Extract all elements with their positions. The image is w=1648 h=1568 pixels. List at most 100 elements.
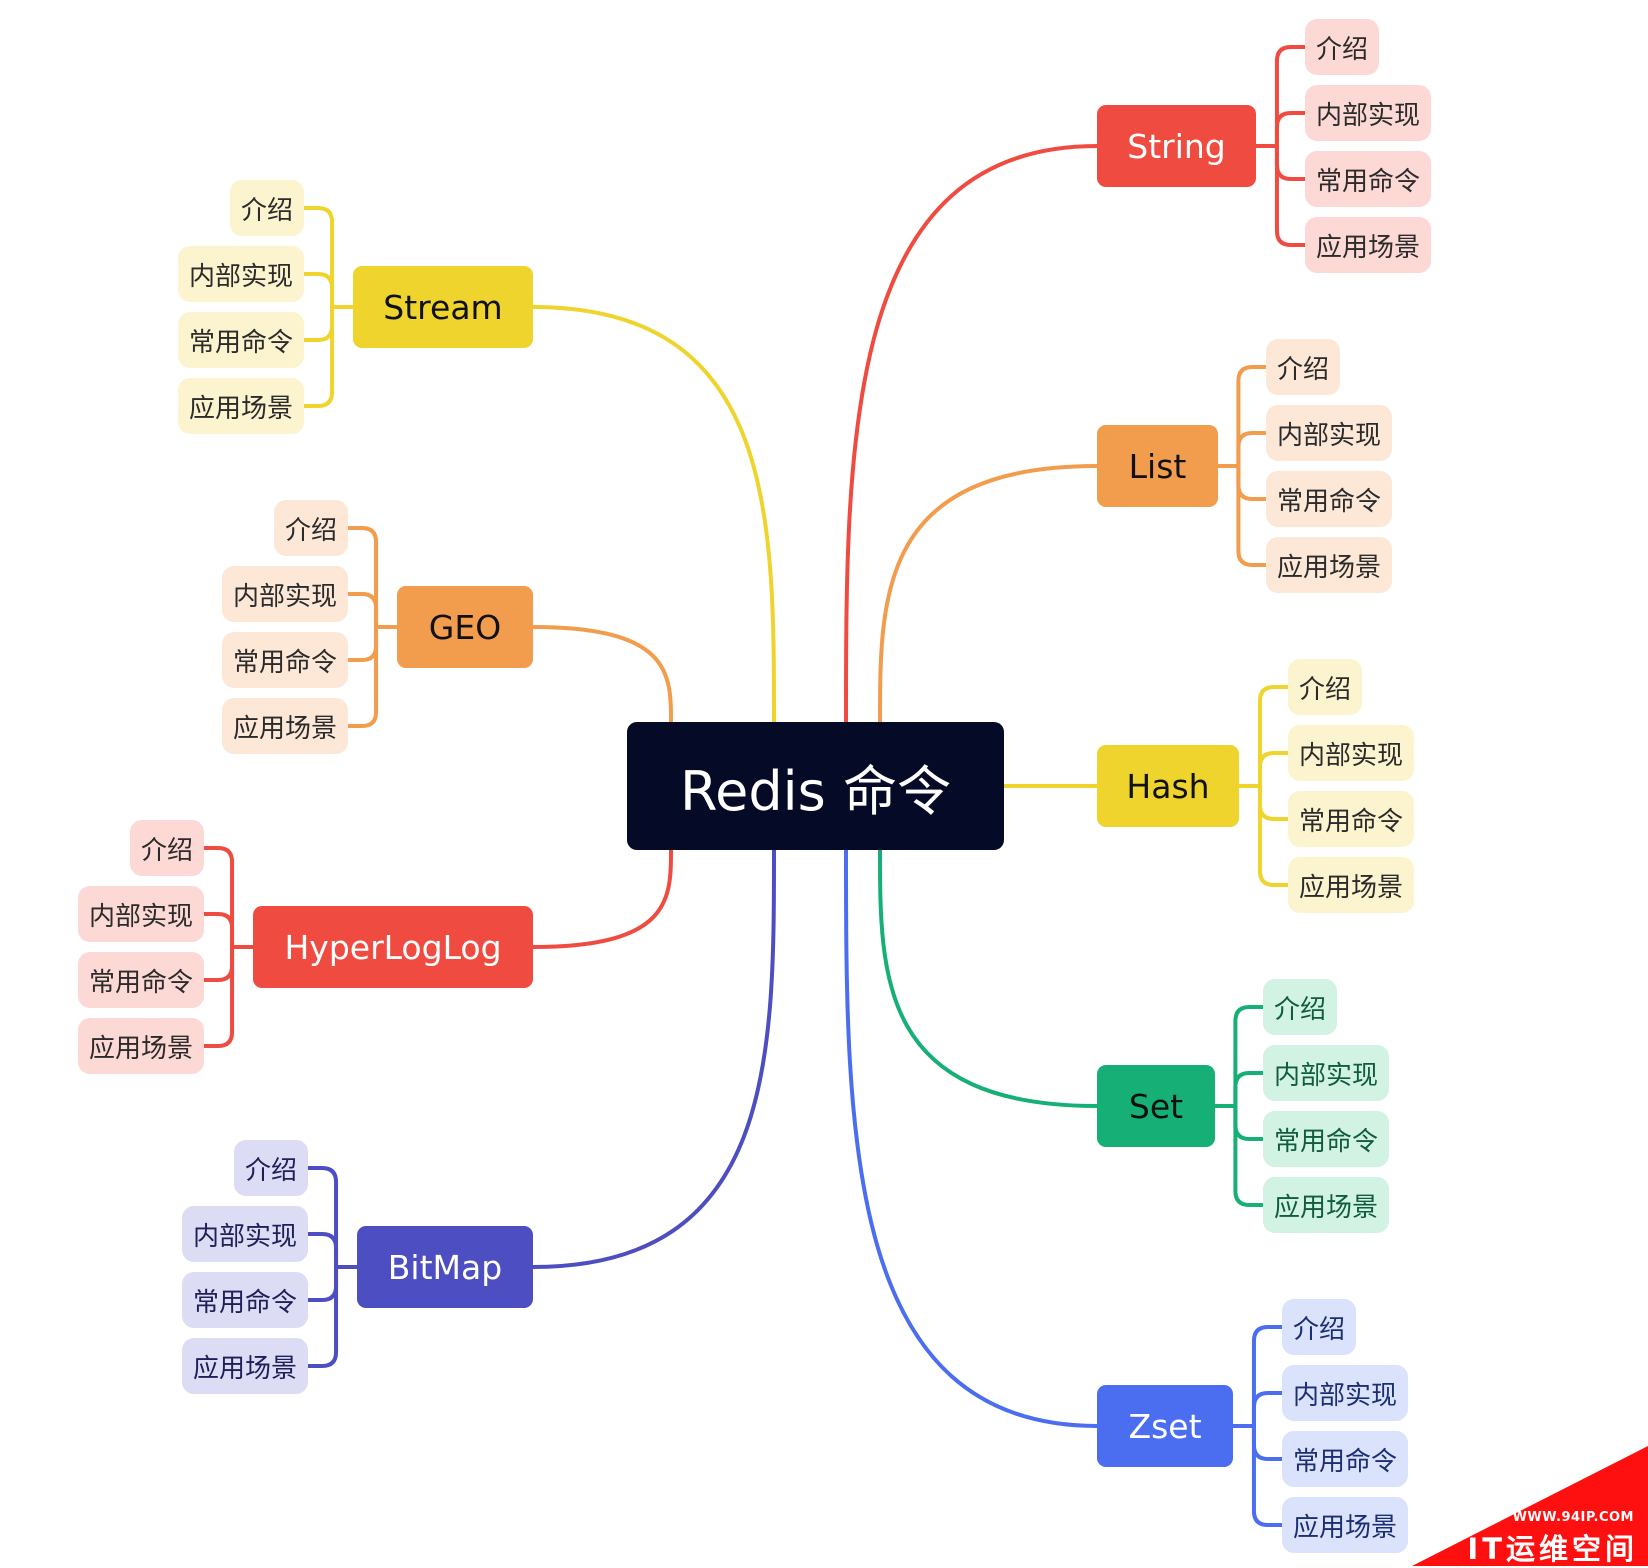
leaf-intro[interactable]: 介绍 [1282, 1299, 1357, 1355]
leaf-label: 介绍 [1299, 674, 1352, 705]
branch-bitmap[interactable]: BitMap [357, 1226, 533, 1308]
leaf-label: 应用场景 [232, 713, 337, 744]
leaf-implementation[interactable]: 内部实现 [77, 886, 204, 942]
leaf-link [302, 305, 355, 408]
leaf-commands[interactable]: 常用命令 [1282, 1431, 1409, 1487]
branch-label: Stream [383, 287, 503, 327]
leaf-label: 内部实现 [1274, 1060, 1379, 1091]
leaf-link [1231, 1391, 1284, 1428]
branch-list[interactable]: List [1097, 425, 1218, 507]
leaf-link [306, 1265, 359, 1368]
leaf-intro[interactable]: 介绍 [129, 820, 204, 876]
branch-label: Set [1128, 1086, 1184, 1126]
leaf-implementation[interactable]: 内部实现 [181, 1206, 308, 1262]
leaf-label: 介绍 [1316, 34, 1369, 65]
root-node[interactable]: Redis 命令 [627, 722, 1004, 850]
root-link [531, 848, 776, 1269]
leaf-use-cases[interactable]: 应用场景 [221, 698, 348, 754]
leaf-commands[interactable]: 常用命令 [1305, 151, 1432, 207]
leaf-use-cases[interactable]: 应用场景 [1282, 1497, 1409, 1553]
leaf-commands[interactable]: 常用命令 [181, 1272, 308, 1328]
leaf-implementation[interactable]: 内部实现 [1266, 405, 1393, 461]
leaf-label: 内部实现 [1299, 740, 1404, 771]
leaf-implementation[interactable]: 内部实现 [1263, 1045, 1390, 1101]
leaf-link [1254, 144, 1307, 181]
watermark-url: WWW.94IP.COM [1512, 1510, 1634, 1525]
leaf-link [306, 1166, 359, 1269]
leaf-label: 介绍 [284, 515, 337, 546]
leaf-label: 常用命令 [1299, 806, 1404, 837]
leaf-implementation[interactable]: 内部实现 [1288, 725, 1415, 781]
leaf-use-cases[interactable]: 应用场景 [77, 1018, 204, 1074]
leaf-link [1216, 365, 1268, 468]
leaf-label: 内部实现 [1277, 420, 1382, 451]
root-label: Redis 命令 [680, 759, 951, 823]
branch-set[interactable]: Set [1097, 1065, 1215, 1147]
leaf-intro[interactable]: 介绍 [229, 180, 304, 236]
branch-zset[interactable]: Zset [1097, 1385, 1233, 1467]
root-link [878, 464, 1099, 724]
root-link [878, 848, 1099, 1108]
leaf-label: 常用命令 [1274, 1126, 1379, 1157]
leaf-commands[interactable]: 常用命令 [221, 632, 348, 688]
leaf-use-cases[interactable]: 应用场景 [1263, 1177, 1390, 1233]
root-link [844, 144, 1099, 724]
leaf-label: 应用场景 [192, 1353, 297, 1384]
branch-label: List [1128, 446, 1187, 486]
leaf-link [1213, 1104, 1265, 1207]
leaf-label: 内部实现 [1293, 1380, 1398, 1411]
leaf-link [1237, 784, 1290, 821]
branch-hash[interactable]: Hash [1097, 745, 1239, 827]
leaf-label: 介绍 [140, 835, 193, 866]
leaf-implementation[interactable]: 内部实现 [1305, 85, 1432, 141]
branch-stream[interactable]: Stream [353, 266, 533, 348]
leaf-use-cases[interactable]: 应用场景 [1305, 217, 1432, 273]
leaf-intro[interactable]: 介绍 [1288, 659, 1363, 715]
leaf-label: 常用命令 [188, 327, 293, 358]
leaf-link [1213, 1104, 1265, 1141]
leaf-implementation[interactable]: 内部实现 [177, 246, 304, 302]
leaf-label: 应用场景 [1293, 1512, 1398, 1543]
leaf-use-cases[interactable]: 应用场景 [177, 378, 304, 434]
leaf-label: 应用场景 [1316, 232, 1421, 263]
leaf-label: 介绍 [1274, 994, 1327, 1025]
leaf-link [202, 945, 255, 1048]
leaf-label: 内部实现 [88, 901, 193, 932]
leaf-link [1237, 751, 1290, 788]
leaf-link [302, 305, 355, 342]
leaf-label: 常用命令 [192, 1287, 297, 1318]
leaf-commands[interactable]: 常用命令 [1288, 791, 1415, 847]
leaf-use-cases[interactable]: 应用场景 [1266, 537, 1393, 593]
leaf-commands[interactable]: 常用命令 [177, 312, 304, 368]
branch-label: Hash [1126, 766, 1210, 806]
leaf-label: 内部实现 [232, 581, 337, 612]
branch-hyperloglog[interactable]: HyperLogLog [253, 906, 533, 988]
leaf-use-cases[interactable]: 应用场景 [1288, 857, 1415, 913]
leaf-link [1254, 144, 1307, 247]
leaf-intro[interactable]: 介绍 [233, 1140, 308, 1196]
leaf-link [1237, 685, 1290, 788]
leaf-implementation[interactable]: 内部实现 [221, 566, 348, 622]
leaf-intro[interactable]: 介绍 [1266, 339, 1341, 395]
leaf-commands[interactable]: 常用命令 [1266, 471, 1393, 527]
leaf-label: 常用命令 [232, 647, 337, 678]
branch-geo[interactable]: GEO [397, 586, 533, 668]
leaf-intro[interactable]: 介绍 [1263, 979, 1338, 1035]
leaf-label: 介绍 [1277, 354, 1330, 385]
leaf-label: 应用场景 [1277, 552, 1382, 583]
leaf-label: 应用场景 [1299, 872, 1404, 903]
leaf-commands[interactable]: 常用命令 [1263, 1111, 1390, 1167]
leaf-link [306, 1232, 359, 1269]
leaf-link [202, 912, 255, 949]
branch-string[interactable]: String [1097, 105, 1256, 187]
leaf-intro[interactable]: 介绍 [273, 500, 348, 556]
leaf-intro[interactable]: 介绍 [1305, 19, 1380, 75]
leaf-commands[interactable]: 常用命令 [77, 952, 204, 1008]
root-link [531, 848, 673, 949]
leaf-use-cases[interactable]: 应用场景 [181, 1338, 308, 1394]
leaf-link [346, 625, 399, 662]
leaf-link [346, 625, 399, 728]
leaf-label: 应用场景 [88, 1033, 193, 1064]
leaf-implementation[interactable]: 内部实现 [1282, 1365, 1409, 1421]
leaf-link [1231, 1424, 1284, 1527]
